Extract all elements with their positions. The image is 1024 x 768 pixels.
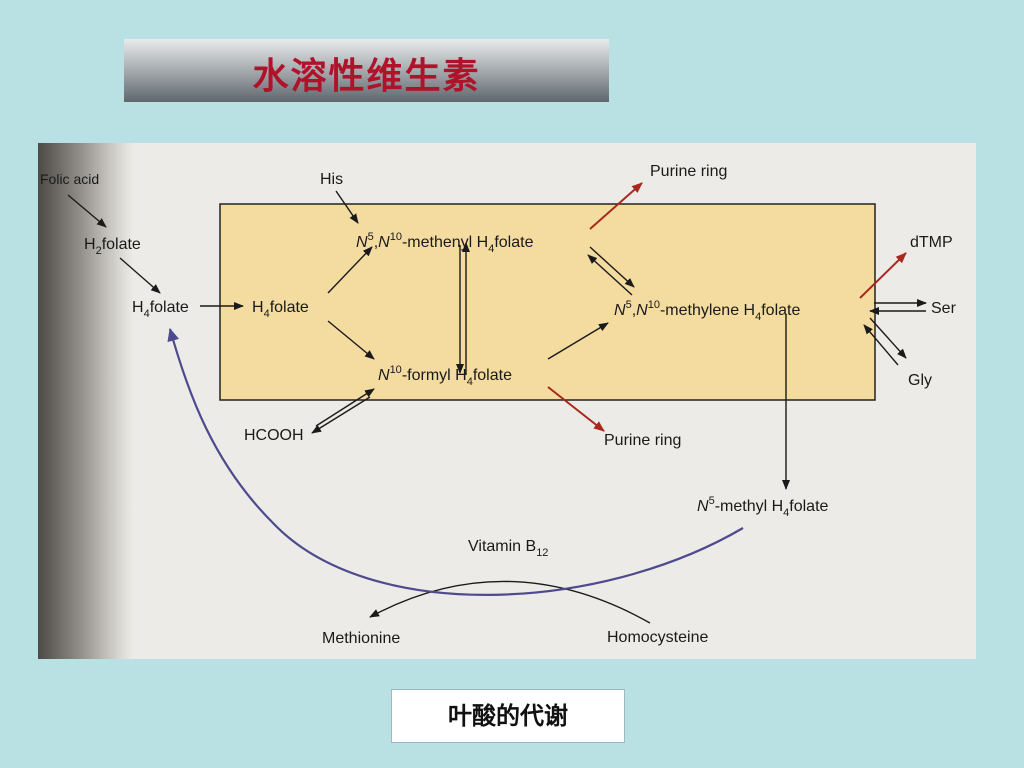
pathway-diagram: Folic acid H2folate H4folate H4folate Hi… bbox=[40, 163, 957, 647]
label-ser: Ser bbox=[931, 300, 957, 317]
arrow-methylene-to-gly bbox=[869, 317, 907, 359]
arrow-folic-to-h2folate bbox=[67, 194, 107, 228]
arrow-h2folate-to-h4folate bbox=[119, 257, 161, 294]
label-his: His bbox=[320, 171, 343, 188]
label-gly: Gly bbox=[908, 372, 932, 389]
one-carbon-box bbox=[219, 203, 876, 401]
arrow-methenyl-to-methylene bbox=[589, 246, 635, 288]
arrow-homocysteine-to-methionine bbox=[369, 580, 651, 624]
slide-title: 水溶性维生素 bbox=[252, 55, 481, 97]
arrow-h4folate-to-formyl bbox=[327, 320, 375, 360]
arrow-methenyl-to-purine bbox=[589, 182, 643, 230]
label-vitamin-b12: Vitamin B12 bbox=[468, 538, 548, 559]
label-folic-acid: Folic acid bbox=[40, 171, 99, 187]
label-homocysteine: Homocysteine bbox=[607, 629, 708, 646]
folate-metabolism-figure: Folic acid H2folate H4folate H4folate Hi… bbox=[38, 143, 976, 659]
arrow-h4folate-to-methenyl bbox=[327, 246, 373, 294]
label-h4folate-mid: H4folate bbox=[252, 299, 309, 320]
arrow-formyl-to-hcooh bbox=[311, 396, 371, 434]
arrow-formyl-to-methylene bbox=[547, 322, 609, 360]
arrow-methyl-to-h4folate bbox=[167, 328, 744, 596]
arrow-gly-to-methylene bbox=[863, 324, 899, 366]
label-hcooh: HCOOH bbox=[244, 427, 304, 444]
arrow-his-to-methenyl bbox=[335, 190, 359, 224]
label-purine-ring-top: Purine ring bbox=[650, 163, 727, 180]
figure-caption: 叶酸的代谢 bbox=[448, 702, 568, 730]
title-banner: 水溶性维生素 bbox=[124, 39, 609, 102]
label-methionine: Methionine bbox=[322, 630, 400, 647]
arrow-hcooh-to-formyl bbox=[315, 388, 375, 427]
label-dtmp: dTMP bbox=[910, 234, 953, 251]
caption-box: 叶酸的代谢 bbox=[391, 689, 625, 743]
page-edge-shadow bbox=[38, 143, 133, 659]
arrow-methylene-to-dtmp bbox=[859, 252, 907, 299]
arrow-methylene-to-methenyl bbox=[587, 254, 633, 296]
label-methenyl-h4folate: N5,N10-methenyl H4folate bbox=[356, 231, 534, 255]
label-h4folate-left: H4folate bbox=[132, 299, 189, 320]
label-h2folate: H2folate bbox=[84, 236, 141, 257]
label-methyl-h4folate: N5-methyl H4folate bbox=[697, 495, 829, 519]
arrow-formyl-to-purine bbox=[547, 386, 605, 432]
label-purine-ring-bottom: Purine ring bbox=[604, 432, 681, 449]
label-methylene-h4folate: N5,N10-methylene H4folate bbox=[614, 299, 800, 323]
label-formyl-h4folate: N10-formyl H4folate bbox=[378, 364, 512, 388]
